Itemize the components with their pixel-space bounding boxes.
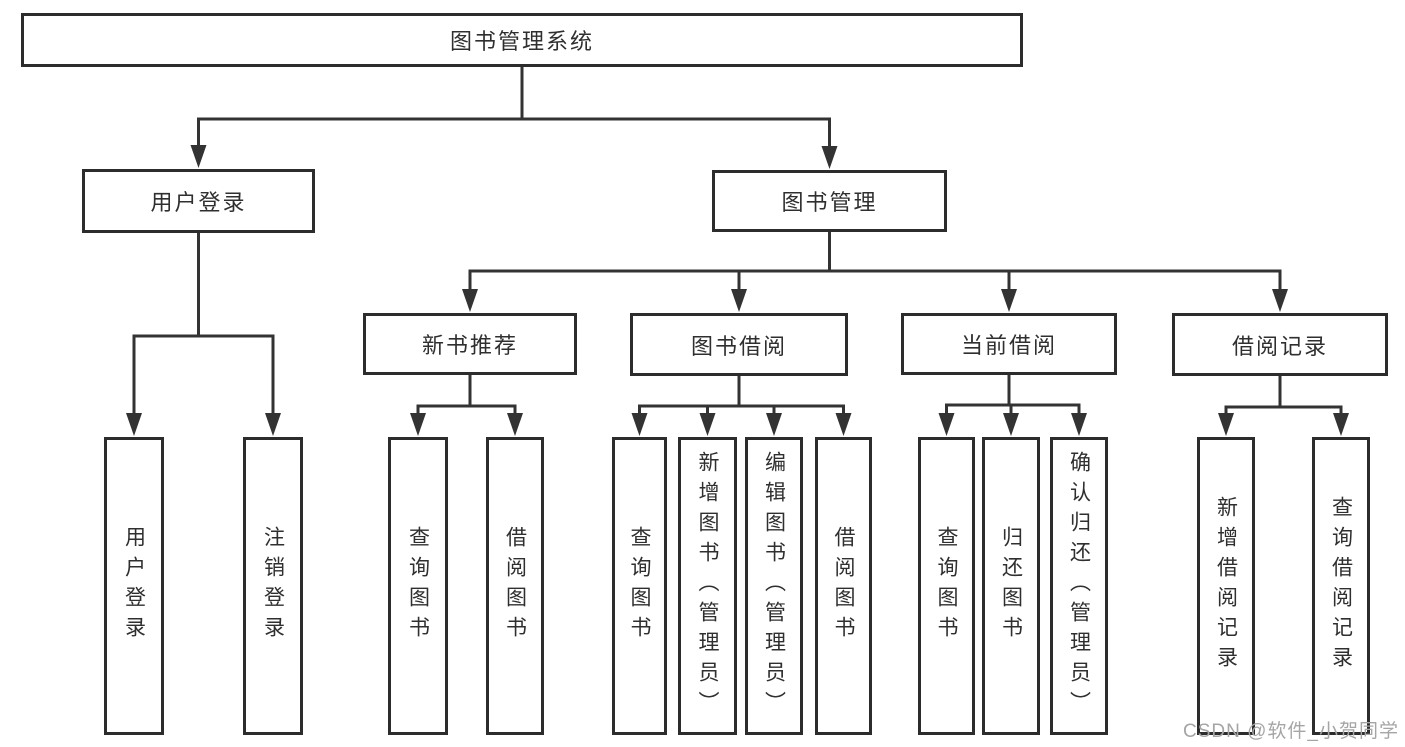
- node-label: 借阅记录: [1231, 333, 1328, 359]
- diagram-node-leaf-user-login: 用户登录: [104, 437, 164, 735]
- node-label: 查询图书: [935, 526, 958, 646]
- diagram-node-leaf-bb-add: 新增图书（管理员）: [678, 437, 737, 735]
- diagram-node-leaf-br-add: 新增借阅记录: [1197, 437, 1255, 735]
- diagram-node-leaf-br-query: 查询借阅记录: [1312, 437, 1370, 735]
- diagram-node-leaf-bb-edit: 编辑图书（管理员）: [745, 437, 803, 735]
- diagram-node-leaf-cb-confirm: 确认归还（管理员）: [1050, 437, 1108, 735]
- arrowhead-icon: [835, 413, 852, 436]
- arrowhead-icon: [1218, 413, 1234, 436]
- node-label: 查询借阅记录: [1329, 496, 1353, 676]
- arrowhead-icon: [265, 413, 281, 436]
- arrowhead-icon: [766, 413, 782, 436]
- diagram-node-leaf-nbr-borrow: 借阅图书: [486, 437, 544, 735]
- node-label: 注销登录: [261, 526, 285, 646]
- edge-user-login: [126, 233, 281, 436]
- edge-current-borrow: [938, 375, 1087, 436]
- diagram-node-borrow-records: 借阅记录: [1172, 313, 1388, 376]
- node-label: 图书借阅: [690, 333, 787, 359]
- diagram-node-new-book-rec: 新书推荐: [363, 313, 577, 375]
- diagram-node-book-mgmt: 图书管理: [712, 170, 947, 232]
- arrowhead-icon: [821, 146, 838, 169]
- diagram-node-leaf-cb-return: 归还图书: [982, 437, 1040, 735]
- diagram-node-leaf-bb-borrow: 借阅图书: [815, 437, 872, 735]
- node-label: 新增借阅记录: [1214, 496, 1238, 676]
- watermark: CSDN @软件_小贺同学: [1183, 721, 1399, 742]
- arrowhead-icon: [507, 413, 523, 436]
- node-label: 新书推荐: [421, 333, 518, 358]
- arrowhead-icon: [731, 289, 747, 312]
- node-label: 查询图书: [628, 526, 651, 646]
- diagram-node-leaf-nbr-query: 查询图书: [388, 437, 448, 735]
- node-label: 用户登录: [122, 526, 146, 646]
- node-label: 当前借阅: [960, 333, 1057, 358]
- diagram-node-book-borrow: 图书借阅: [630, 313, 848, 376]
- node-label: 用户登录: [150, 190, 247, 215]
- arrowhead-icon: [631, 413, 648, 436]
- diagram-node-root: 图书管理系统: [21, 13, 1023, 67]
- edge-book-borrow: [631, 376, 852, 436]
- arrowhead-icon: [126, 413, 142, 436]
- arrowhead-icon: [1333, 413, 1349, 436]
- diagram-node-user-login: 用户登录: [82, 169, 315, 233]
- edge-borrow-records: [1218, 376, 1349, 436]
- node-label: 新增图书（管理员）: [696, 451, 719, 721]
- node-label: 归还图书: [999, 526, 1023, 646]
- arrowhead-icon: [1272, 289, 1288, 312]
- node-label: 借阅图书: [503, 526, 527, 646]
- node-label: 图书管理系统: [449, 29, 594, 54]
- arrowhead-icon: [1003, 413, 1019, 436]
- edge-book-mgmt: [462, 232, 1288, 312]
- arrowhead-icon: [190, 145, 207, 168]
- edge-new-book-rec: [410, 375, 523, 436]
- diagram-node-leaf-cb-query: 查询图书: [918, 437, 975, 735]
- diagram-node-leaf-bb-query: 查询图书: [612, 437, 667, 735]
- node-label: 确认归还（管理员）: [1067, 451, 1091, 721]
- edge-root: [190, 67, 838, 169]
- arrowhead-icon: [938, 413, 955, 436]
- node-label: 编辑图书（管理员）: [762, 451, 786, 721]
- arrowhead-icon: [1001, 289, 1017, 312]
- node-label: 查询图书: [406, 526, 430, 646]
- arrowhead-icon: [1071, 413, 1087, 436]
- diagram-node-current-borrow: 当前借阅: [901, 313, 1117, 375]
- arrowhead-icon: [462, 289, 478, 312]
- node-label: 借阅图书: [832, 526, 855, 646]
- node-label: 图书管理: [781, 190, 878, 215]
- arrowhead-icon: [410, 413, 426, 436]
- arrowhead-icon: [699, 413, 716, 436]
- diagram-node-leaf-logout: 注销登录: [243, 437, 303, 735]
